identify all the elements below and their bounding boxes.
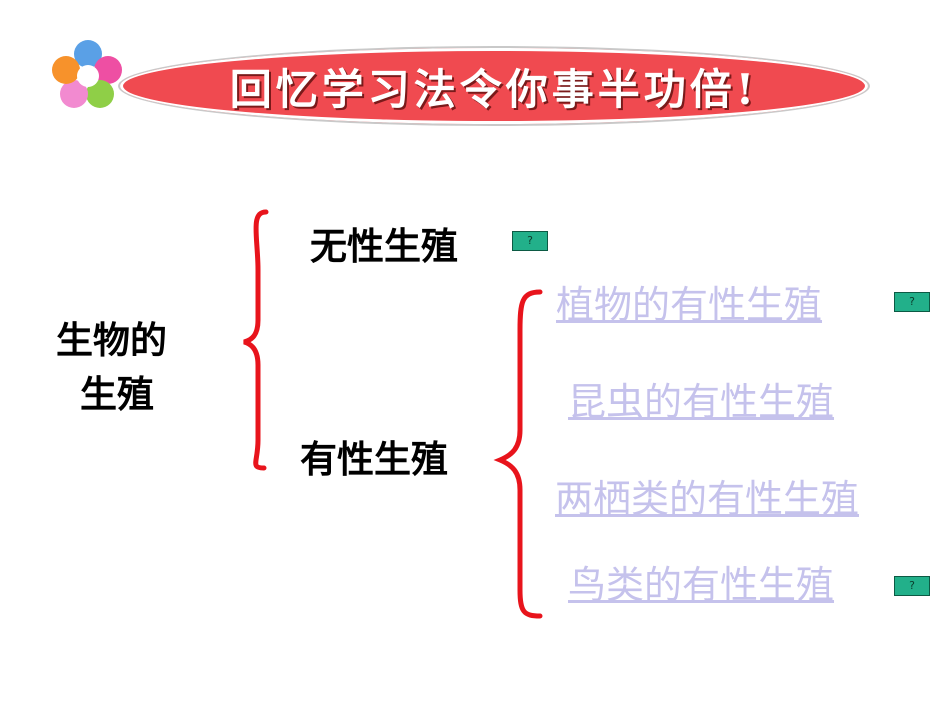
asexual-help-button[interactable]: ? (512, 231, 548, 251)
plant-help-button[interactable]: ? (894, 292, 930, 312)
link-plant-reproduction[interactable]: 植物的有性生殖 (556, 283, 823, 327)
link-amphibian-reproduction[interactable]: 两栖类的有性生殖 (555, 477, 860, 521)
title-banner (120, 48, 868, 124)
sexual-reproduction-label: 有性生殖 (300, 438, 448, 481)
bird-help-button[interactable]: ? (894, 576, 930, 596)
link-insect-reproduction[interactable]: 昆虫的有性生殖 (568, 380, 835, 424)
main-brace (243, 209, 269, 471)
flower-logo-icon (52, 40, 122, 108)
link-bird-reproduction[interactable]: 鸟类的有性生殖 (568, 563, 835, 607)
sexual-brace (493, 289, 543, 619)
page-title: 回忆学习法令你事半功倍! (229, 64, 759, 114)
root-label-line1: 生物的 (56, 319, 167, 362)
root-label-line2: 生殖 (80, 373, 154, 416)
asexual-reproduction-label: 无性生殖 (310, 225, 458, 268)
